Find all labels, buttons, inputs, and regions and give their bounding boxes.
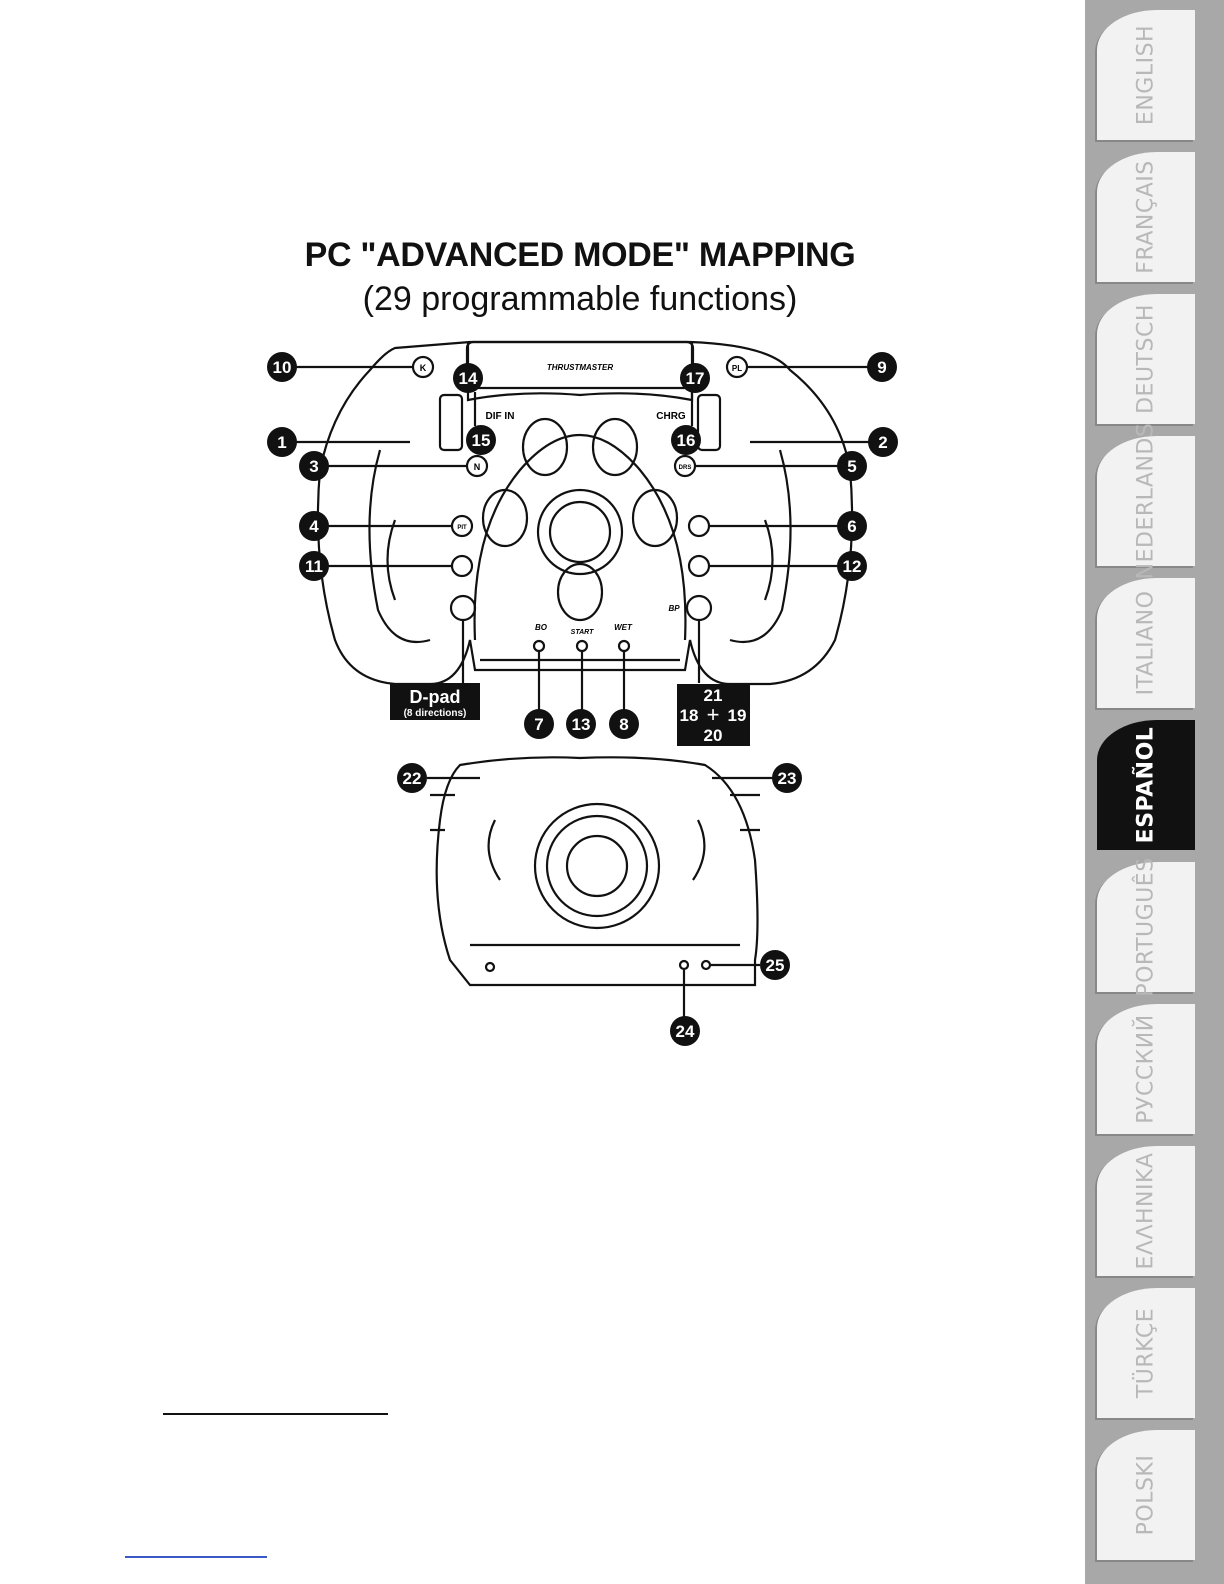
svg-text:2: 2 xyxy=(878,433,887,452)
tab-polski[interactable]: POLSKI xyxy=(1097,1430,1195,1560)
svg-text:23: 23 xyxy=(778,769,797,788)
pit-button-mark: PIT xyxy=(457,525,467,531)
svg-text:10: 10 xyxy=(273,358,292,377)
tab-italiano[interactable]: ITALIANO xyxy=(1097,578,1195,708)
callout-10: 10 xyxy=(267,352,297,382)
drs-button-mark: DRS xyxy=(679,465,692,471)
tab-nederlands[interactable]: NEDERLANDS xyxy=(1097,436,1195,566)
callout-2: 2 xyxy=(868,427,898,457)
svg-text:+: + xyxy=(707,702,720,727)
callout-3: 3 xyxy=(299,451,329,481)
svg-text:4: 4 xyxy=(309,517,319,536)
page-title: PC "ADVANCED MODE" MAPPING xyxy=(240,236,920,275)
page-subtitle: (29 programmable functions) xyxy=(240,280,920,319)
callout-7: 7 xyxy=(524,709,554,739)
footnote-rule xyxy=(163,1413,388,1415)
callout-14: 14 xyxy=(453,363,483,393)
tab-espanol[interactable]: ESPAÑOL xyxy=(1097,720,1195,850)
svg-text:25: 25 xyxy=(766,956,785,975)
chrg-label: CHRG xyxy=(656,411,686,422)
callout-4: 4 xyxy=(299,511,329,541)
callout-8: 8 xyxy=(609,709,639,739)
start-label: START xyxy=(571,629,594,636)
svg-text:9: 9 xyxy=(877,358,886,377)
svg-text:24: 24 xyxy=(676,1022,695,1041)
svg-text:8: 8 xyxy=(619,715,628,734)
svg-text:5: 5 xyxy=(847,457,856,476)
svg-text:20: 20 xyxy=(704,726,723,745)
wheel-diagram: THRUSTMASTER DIF IN CHRG BO START WET BP… xyxy=(255,340,915,1060)
svg-text:19: 19 xyxy=(728,706,747,725)
hat-box: 21 18 + 19 20 xyxy=(677,684,750,746)
tab-english[interactable]: ENGLISH xyxy=(1097,10,1195,140)
svg-text:12: 12 xyxy=(843,557,862,576)
tab-portugues[interactable]: PORTUGUÊS xyxy=(1097,862,1195,992)
svg-text:22: 22 xyxy=(403,769,422,788)
callout-6: 6 xyxy=(837,511,867,541)
callout-13: 13 xyxy=(566,709,596,739)
callout-1: 1 xyxy=(267,427,297,457)
wet-label: WET xyxy=(614,623,633,632)
brand-logo: THRUSTMASTER xyxy=(547,363,613,372)
tab-francais[interactable]: FRANÇAIS xyxy=(1097,152,1195,282)
svg-text:11: 11 xyxy=(305,557,323,576)
tab-greek[interactable]: ΕΛΛΗΝΙΚΑ xyxy=(1097,1146,1195,1276)
svg-text:13: 13 xyxy=(572,715,591,734)
callout-5: 5 xyxy=(837,451,867,481)
dpad-sub: (8 directions) xyxy=(404,708,467,719)
svg-text:16: 16 xyxy=(677,431,696,450)
callout-11: 11 xyxy=(299,551,329,581)
svg-text:3: 3 xyxy=(309,457,318,476)
dpad-title: D-pad xyxy=(410,687,461,707)
n-button-mark: N xyxy=(474,462,481,472)
bo-label: BO xyxy=(535,623,548,632)
callout-17: 17 xyxy=(680,363,710,393)
callout-15: 15 xyxy=(466,425,496,455)
svg-text:14: 14 xyxy=(459,369,478,388)
svg-text:17: 17 xyxy=(686,369,705,388)
callout-25: 25 xyxy=(760,950,790,980)
callout-22: 22 xyxy=(397,763,427,793)
callout-9: 9 xyxy=(867,352,897,382)
tab-deutsch[interactable]: DEUTSCH xyxy=(1097,294,1195,424)
callout-16: 16 xyxy=(671,425,701,455)
callout-12: 12 xyxy=(837,551,867,581)
link-underline xyxy=(125,1556,267,1558)
pl-button-mark: PL xyxy=(732,364,742,373)
k-button-mark: K xyxy=(420,363,427,373)
svg-text:6: 6 xyxy=(847,517,856,536)
dpad-box: D-pad (8 directions) xyxy=(390,683,480,720)
callout-23: 23 xyxy=(772,763,802,793)
dif-in-label: DIF IN xyxy=(486,411,515,422)
bp-label: BP xyxy=(668,604,680,613)
callout-24: 24 xyxy=(670,1016,700,1046)
tab-russian[interactable]: РУССКИЙ xyxy=(1097,1004,1195,1134)
tab-turkce[interactable]: TÜRKÇE xyxy=(1097,1288,1195,1418)
svg-text:1: 1 xyxy=(277,433,286,452)
svg-text:7: 7 xyxy=(534,715,543,734)
language-tabs: ENGLISH FRANÇAIS DEUTSCH NEDERLANDS ITAL… xyxy=(1085,0,1224,1584)
svg-text:18: 18 xyxy=(680,706,699,725)
svg-text:15: 15 xyxy=(472,431,491,450)
wheel-rear-outline xyxy=(437,757,758,985)
